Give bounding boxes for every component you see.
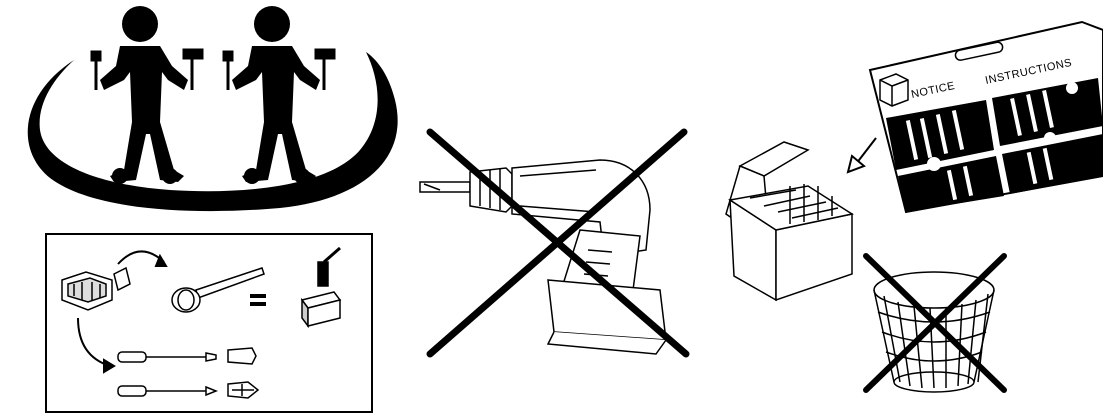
person-icon [100, 6, 188, 184]
ring-ellipse [28, 52, 398, 211]
hammer-icon [316, 50, 334, 90]
toolbox-icon [62, 268, 130, 310]
person-icon [232, 6, 320, 184]
file-box-icon [726, 142, 852, 300]
wrench-icon [92, 52, 100, 90]
wastebasket-icon [874, 272, 994, 392]
no-trash-panel [866, 256, 1004, 392]
hammer-icon [184, 50, 202, 90]
equals-sign [250, 294, 266, 306]
tool-tips-panel [46, 234, 372, 412]
no-power-drill-panel [420, 132, 686, 354]
two-people-panel [28, 6, 398, 211]
wrench-icon [224, 52, 232, 90]
phillips-screwdriver-icon [118, 382, 258, 398]
hammer-on-block-icon [302, 248, 340, 326]
flat-screwdriver-icon [118, 348, 256, 364]
instruction-sheet-icon: NOTICE INSTRUCTIONS [870, 22, 1103, 212]
keep-instructions-panel: NOTICE INSTRUCTIONS [726, 22, 1103, 300]
arrow-icon [848, 138, 876, 172]
